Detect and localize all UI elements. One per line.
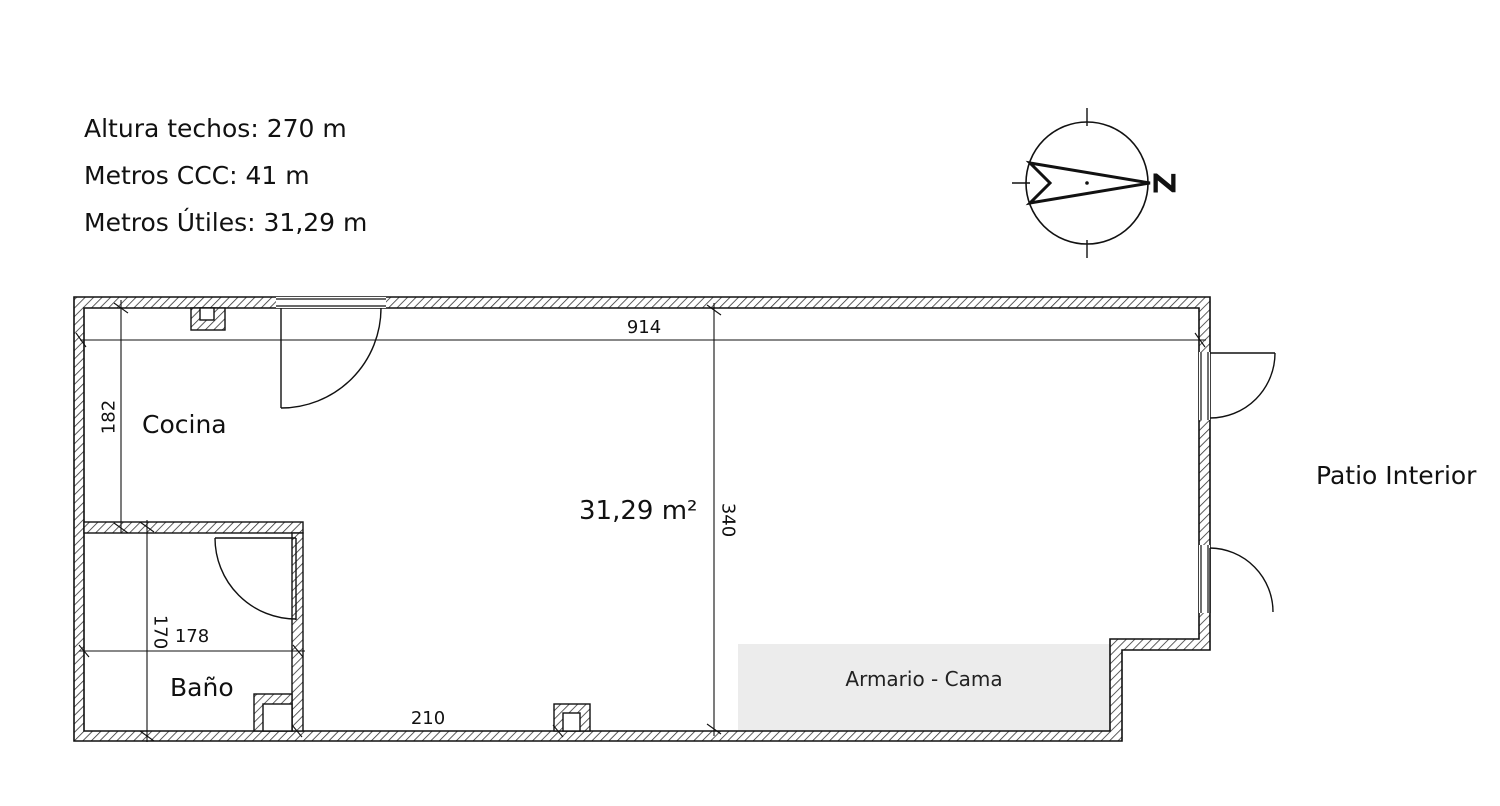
wardrobe-bed-label: Armario - Cama <box>845 667 1002 691</box>
dimension-kitchen-depth: 182 <box>99 400 120 434</box>
dimension-lines <box>75 300 1206 742</box>
bathroom-door <box>214 537 297 620</box>
dimension-total-length: 914 <box>627 317 661 338</box>
dimension-bottom-length: 210 <box>411 708 445 729</box>
shaft-bathroom <box>253 693 293 732</box>
wardrobe-bed-zone <box>738 644 1110 731</box>
dimension-bath-width: 178 <box>175 626 209 647</box>
north-label: Z <box>1146 172 1181 194</box>
shaft-bottom <box>553 703 591 732</box>
shaft-top <box>190 307 226 331</box>
patio-door-lower <box>1199 545 1274 613</box>
area-label: 31,29 m² <box>579 496 697 526</box>
built-area-text: Metros CCC: 41 m <box>84 161 310 190</box>
ceiling-height-text: Altura techos: 270 m <box>84 114 347 143</box>
dimension-bath-height: 170 <box>150 615 171 649</box>
entrance-door <box>276 297 386 409</box>
usable-area-text: Metros Útiles: 31,29 m <box>84 207 367 237</box>
dimension-total-depth: 340 <box>718 503 739 537</box>
exterior-walls <box>73 296 1211 742</box>
north-compass-icon: Z <box>1012 108 1181 258</box>
patio-door-upper <box>1199 352 1276 420</box>
kitchen-label: Cocina <box>142 410 227 439</box>
patio-label: Patio Interior <box>1316 461 1477 490</box>
bathroom-label: Baño <box>170 673 234 702</box>
